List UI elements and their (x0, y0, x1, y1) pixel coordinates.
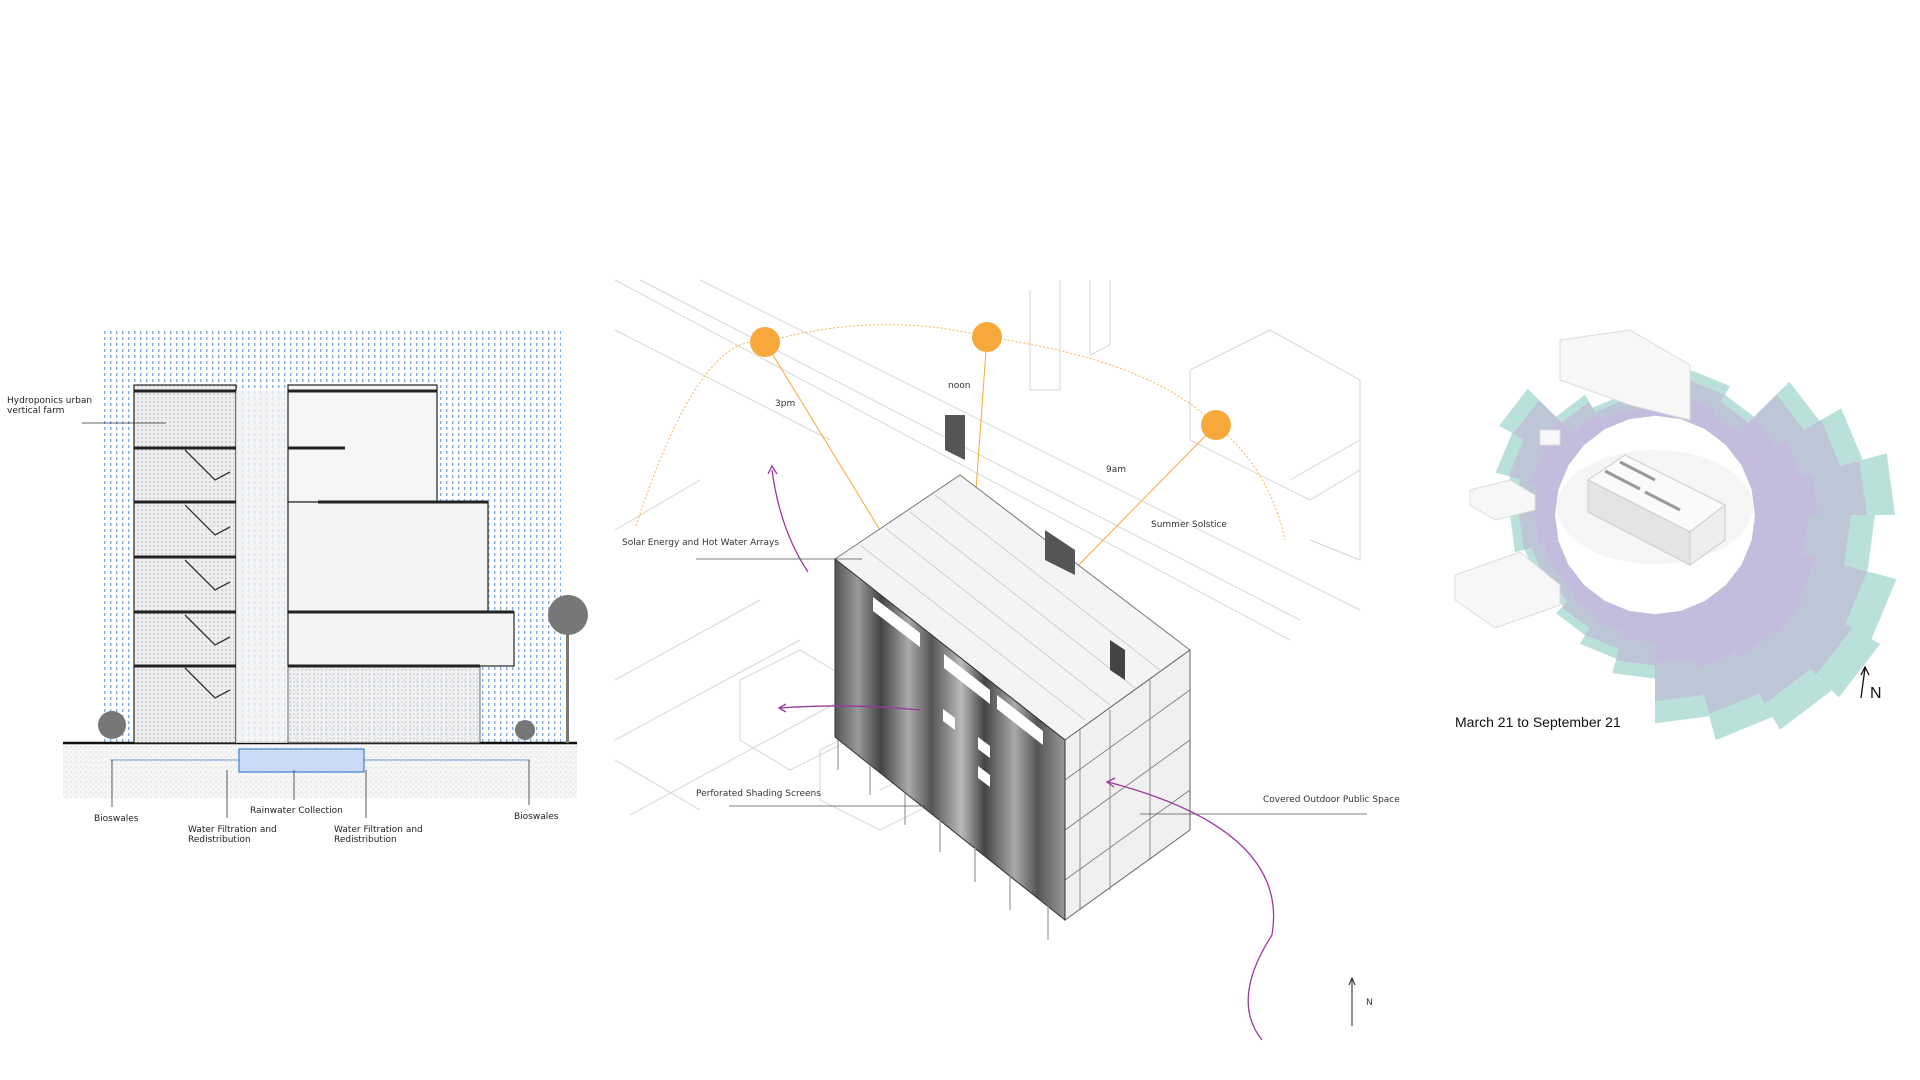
wind-rose-wedge (1655, 610, 1694, 664)
wind-rose-wedge (1708, 693, 1773, 741)
wind-rose-wedge (1531, 544, 1555, 579)
sun-path (635, 324, 1286, 541)
wind-rose-wedge (1680, 600, 1736, 670)
wind-rose-wedge (1508, 439, 1544, 482)
wind-rose-wedge (1754, 394, 1804, 446)
wind-rose-wedge (1585, 620, 1624, 650)
label-filtration-right: Water Filtration and (334, 825, 423, 835)
wind-rose-wedge (1556, 564, 1585, 595)
wind-rose-wedge (1556, 394, 1589, 423)
label-3pm: 3pm (775, 399, 795, 409)
label-filtration-right-2: Redistribution (334, 835, 397, 845)
label-solar-arrays: Solar Energy and Hot Water Arrays (622, 538, 779, 548)
wind-rose-wedge (1776, 600, 1853, 675)
label-hydroponics-2: vertical farm (7, 406, 64, 416)
wind-rose-wedge (1595, 400, 1627, 420)
wind-rose-wedge (1510, 515, 1524, 553)
wind-rose-wedge (1776, 381, 1820, 430)
wind-rose-wedge (1725, 564, 1804, 636)
wind-rose-wedge (1844, 515, 1875, 572)
wind-rose-wedge (1751, 515, 1809, 555)
wind-rose-wedge (1519, 515, 1539, 550)
wind-arrows (767, 464, 1275, 1041)
wind-rose-wedge (1859, 453, 1895, 515)
wind-rose-wedge (1655, 658, 1704, 702)
wind-rose-wedge (1543, 540, 1569, 573)
wind-rose-wedge (1691, 371, 1730, 395)
wind-rose-wedge (1561, 401, 1596, 433)
label-summer-solstice: Summer Solstice (1151, 520, 1227, 530)
wind-rose-wedge (1495, 433, 1524, 476)
wind-rose-wedge (1786, 419, 1841, 477)
label-shading-screens: Perforated Shading Screens (696, 789, 821, 799)
label-noon: noon (948, 381, 970, 391)
wind-rose-wedge (1547, 571, 1575, 602)
wind-rose-wedge (1532, 483, 1559, 515)
wind-rose-wedge (1571, 413, 1605, 445)
wind-rose-diagram: March 21 to September 21 N (1454, 329, 1897, 741)
wind-rose-wedge (1556, 607, 1589, 636)
label-bioswales-right: Bioswales (514, 812, 559, 822)
wind-rose-wedge (1725, 416, 1777, 466)
wind-rose-wedge (1612, 660, 1655, 679)
wind-rose-wedge (1741, 540, 1817, 599)
wind-rose-wedge (1561, 597, 1596, 629)
label-filtration-left-2: Redistribution (188, 835, 251, 845)
wind-rose-wedge (1714, 401, 1749, 433)
wind-rose-wedge (1821, 408, 1863, 466)
context-buildings (1454, 329, 1691, 629)
wind-rose-wedge (1534, 515, 1559, 546)
north-arrow-icon-2 (1860, 665, 1870, 699)
north-label: N (1366, 998, 1373, 1008)
label-rainwater: Rainwater Collection (250, 806, 343, 816)
sun-icon-noon (972, 322, 1002, 352)
wind-rose-wedge (1571, 585, 1605, 617)
wind-rose-wedge (1812, 460, 1867, 515)
wind-rose-north-label: N (1870, 685, 1882, 702)
label-hydroponics: Hydroponics urban (7, 396, 92, 406)
label-bioswales-left: Bioswales (94, 814, 139, 824)
wind-rose-wedge (1738, 632, 1811, 705)
wind-rose-wedge (1512, 399, 1559, 448)
label-filtration-left: Water Filtration and (188, 825, 277, 835)
wind-rose-wedge (1705, 413, 1739, 445)
wind-rose-wedge (1537, 419, 1585, 466)
wind-rose-wedges (1495, 366, 1897, 741)
sun-icon-3pm (750, 327, 780, 357)
axonometric-diagram: 3pm noon 9am Summer Solstice Solar Energ… (614, 279, 1400, 1041)
tree-icons (98, 595, 588, 743)
wind-rose-wedge (1593, 600, 1630, 633)
wind-rose-wedge (1751, 473, 1818, 515)
label-9am: 9am (1106, 465, 1126, 475)
north-arrow-icon (1348, 976, 1356, 1026)
vertical-farm-block (133, 384, 237, 744)
wind-rose-wedge (1721, 394, 1754, 423)
wind-rose-wedge (1686, 380, 1725, 410)
wind-rose-wedge (1621, 610, 1655, 644)
wind-rose-wedge (1530, 450, 1569, 490)
sun-icon-9am (1201, 410, 1231, 440)
wind-rose-wedge (1816, 628, 1881, 698)
wind-rose-wedge (1705, 585, 1774, 659)
central-building (1587, 454, 1726, 566)
wind-rose-wedge (1580, 635, 1619, 659)
wind-rose-wedge (1499, 388, 1540, 434)
wind-rose-wedge (1803, 515, 1851, 566)
rainwater-tank (238, 748, 365, 773)
label-public-space: Covered Outdoor Public Space (1263, 795, 1400, 805)
wind-rose-wedge (1765, 669, 1832, 730)
wind-rose-wedge (1800, 558, 1868, 625)
wind-rose-wedge (1741, 439, 1802, 490)
wind-rose-wedge (1599, 408, 1630, 430)
wind-rose-wedge (1615, 638, 1655, 666)
wind-rose-caption: March 21 to September 21 (1455, 714, 1621, 730)
perforated-shading-screen (834, 557, 1066, 922)
building-section: Hydroponics urban vertical farm Bioswale… (7, 330, 588, 845)
wind-rose-wedge (1845, 571, 1897, 639)
wind-rose-wedge (1696, 653, 1759, 715)
wind-rose-wedge (1655, 695, 1710, 724)
